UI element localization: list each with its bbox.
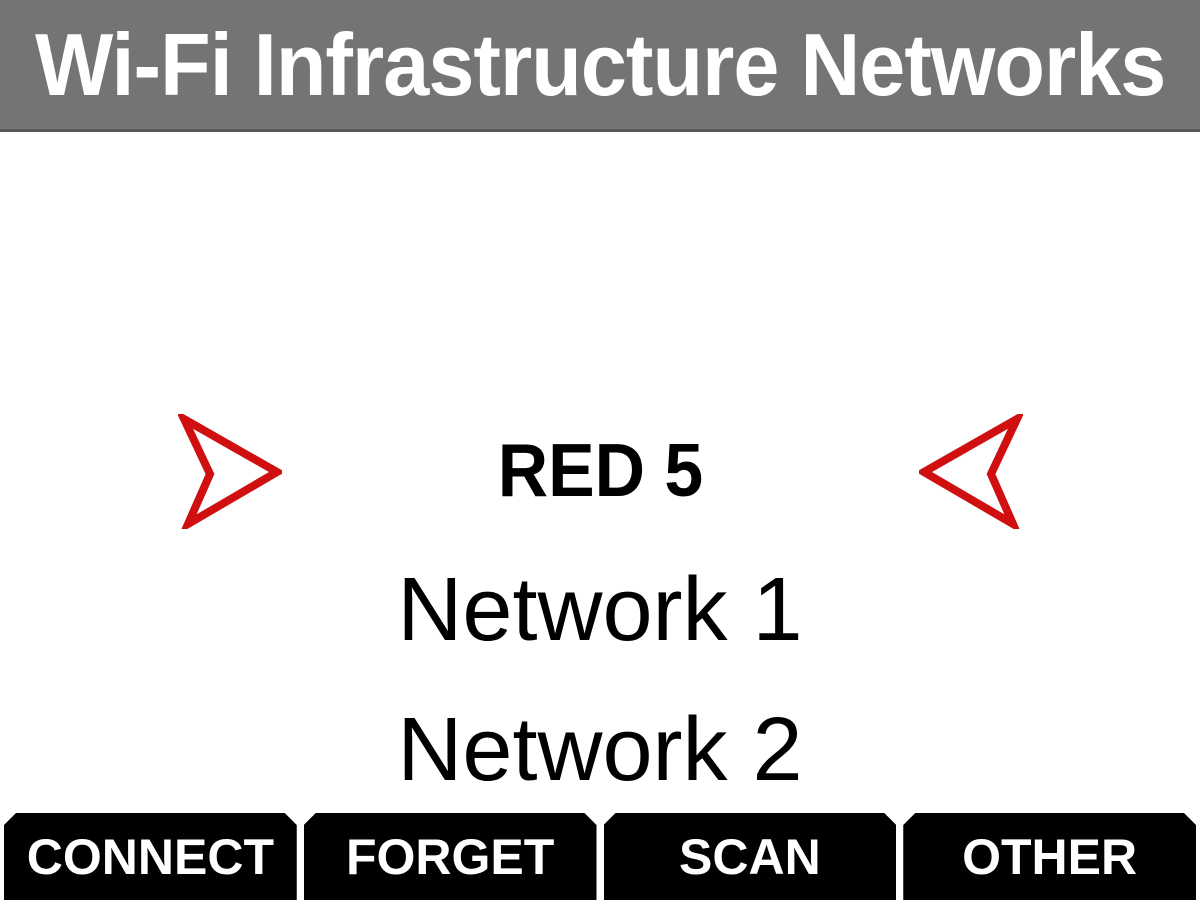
other-button[interactable]: OTHER [903,813,1196,900]
network-label: Network 1 [397,560,803,660]
network-row[interactable]: Network 2 [0,680,1200,820]
connect-button[interactable]: CONNECT [4,813,297,900]
title-bar: Wi-Fi Infrastructure Networks [0,0,1200,132]
scan-button[interactable]: SCAN [604,813,897,900]
network-row-selected[interactable]: RED 5 [0,400,1200,540]
selection-arrow-right-icon [178,414,282,529]
selection-arrow-left-icon [919,414,1023,529]
softkey-bar: CONNECT FORGET SCAN OTHER [0,813,1200,900]
network-label: Network 2 [397,700,803,800]
network-row[interactable]: Network 1 [0,540,1200,680]
selected-network-label: RED 5 [497,427,703,512]
forget-button[interactable]: FORGET [304,813,597,900]
network-list: RED 5 Network 1 Network 2 [0,400,1200,820]
page-title: Wi-Fi Infrastructure Networks [34,14,1166,114]
